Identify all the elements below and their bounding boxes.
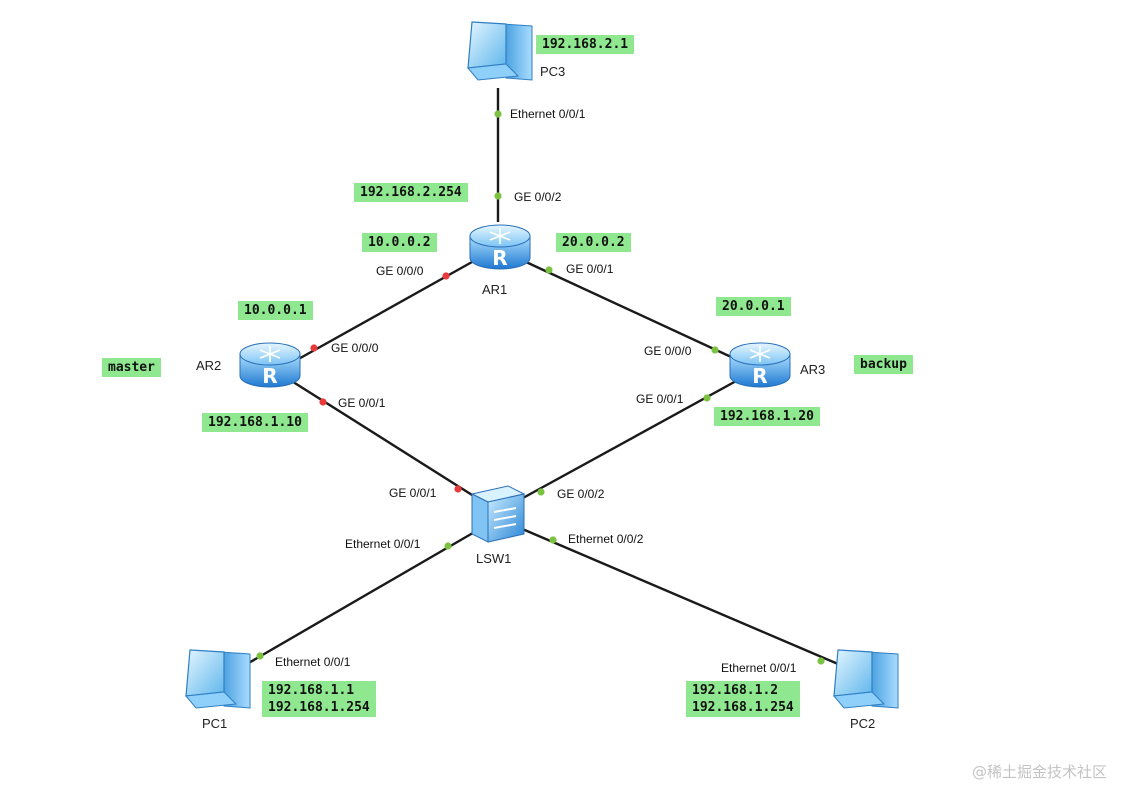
port-dot-pc2-eth [817,657,825,665]
svg-text:R: R [262,364,277,388]
port-label-ar2-ge000: GE 0/0/0 [331,341,379,355]
link-lsw1-pc1 [239,528,479,670]
port-label-ar1-ge001: GE 0/0/1 [566,262,614,276]
pc1-ip: 192.168.1.1 [268,683,355,698]
device-ar2[interactable]: R [239,342,301,388]
svg-text:R: R [492,246,507,270]
role-tag-ar2: master [102,358,161,377]
port-label-ar1-ge002: GE 0/0/2 [514,190,562,204]
device-name-ar1: AR1 [482,282,508,297]
pc2-gateway: 192.168.1.254 [692,700,794,715]
port-dot-ar1-ge000 [442,272,450,280]
port-label-ar3-ge000: GE 0/0/0 [644,344,692,358]
device-name-pc3: PC3 [540,64,566,79]
device-name-ar2: AR2 [196,358,222,373]
port-label-ar3-ge001: GE 0/0/1 [636,392,684,406]
device-name-pc2: PC2 [850,716,876,731]
ip-tag-ar1-ge001: 20.0.0.2 [556,233,631,252]
ip-tag-ar1-gateway: 192.168.2.254 [354,183,468,202]
role-tag-ar3: backup [854,355,913,374]
ip-tag-ar1-ge000: 10.0.0.2 [362,233,437,252]
port-dot-lsw1-ge002 [537,488,545,496]
pc-icon [185,649,251,709]
device-name-lsw1: LSW1 [476,551,512,566]
port-label-lsw1-eth002: Ethernet 0/0/2 [568,532,644,546]
link-lsw1-pc2 [519,526,839,666]
device-ar1[interactable]: R [469,224,531,270]
port-dot-ar2-ge000 [310,344,318,352]
router-icon: R [729,342,791,388]
ip-tag-pc1: 192.168.1.1 192.168.1.254 [262,681,376,717]
ip-tag-pc3: 192.168.2.1 [536,35,635,54]
device-lsw1[interactable] [470,485,526,543]
device-name-pc1: PC1 [202,716,228,731]
ip-tag-ar3-ge001: 192.168.1.20 [714,407,820,426]
port-label-pc1-eth: Ethernet 0/0/1 [275,655,351,669]
ip-tag-pc2: 192.168.1.2 192.168.1.254 [686,681,800,717]
port-dot-ar1-ge002 [494,192,502,200]
port-dot-ar3-ge000 [711,346,719,354]
port-dot-lsw1-eth001 [444,542,452,550]
pc2-ip: 192.168.1.2 [692,683,779,698]
ip-tag-ar2-ge001: 192.168.1.10 [202,413,308,432]
port-label-pc2-eth: Ethernet 0/0/1 [721,661,797,675]
switch-icon [470,485,526,543]
device-name-ar3: AR3 [800,362,826,377]
port-dot-ar1-ge001 [545,266,553,274]
link-ar3-lsw1 [511,378,739,506]
port-label-lsw1-ge001: GE 0/0/1 [389,486,437,500]
router-icon: R [239,342,301,388]
pc-icon [467,21,533,81]
port-dots [256,110,825,665]
device-pc2[interactable] [833,649,899,709]
pc1-gateway: 192.168.1.254 [268,700,370,715]
port-dot-lsw1-ge001 [454,485,462,493]
pc-icon [833,649,899,709]
port-dot-pc3-eth [494,110,502,118]
port-dot-pc1-eth [256,652,264,660]
port-dot-ar3-ge001 [703,394,711,402]
port-dot-lsw1-eth002 [549,536,557,544]
ip-tag-ar3-ge000: 20.0.0.1 [716,297,791,316]
port-label-ar2-ge001: GE 0/0/1 [338,396,386,410]
port-dot-ar2-ge001 [319,398,327,406]
port-label-lsw1-eth001: Ethernet 0/0/1 [345,537,421,551]
router-icon: R [469,224,531,270]
port-label-ar1-ge000: GE 0/0/0 [376,264,424,278]
link-ar1-ar3 [525,260,743,364]
port-label-pc3-eth: Ethernet 0/0/1 [510,107,586,121]
ip-tag-ar2-ge000: 10.0.0.1 [238,301,313,320]
device-pc3[interactable] [467,21,533,81]
svg-text:R: R [752,364,767,388]
device-pc1[interactable] [185,649,251,709]
watermark: @稀土掘金技术社区 [971,763,1107,781]
port-label-lsw1-ge002: GE 0/0/2 [557,487,605,501]
device-ar3[interactable]: R [729,342,791,388]
